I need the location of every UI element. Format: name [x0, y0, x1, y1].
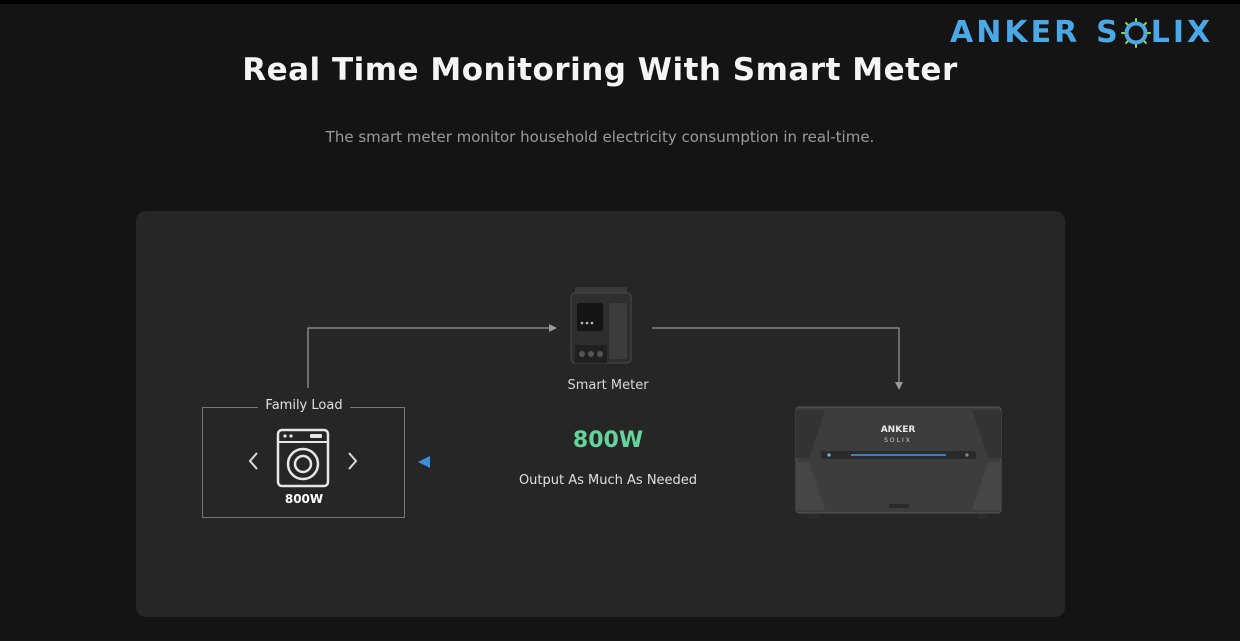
battery-brand-line2: SOLIX [884, 437, 912, 444]
load-to-meter-line [307, 327, 550, 388]
solix-battery-unit: ANKER SOLIX [795, 406, 1002, 519]
meter-arrow-head [549, 324, 557, 332]
chevron-left-icon[interactable] [246, 450, 260, 472]
family-load-value: 800W [284, 492, 324, 506]
battery-arrow-head [895, 382, 903, 390]
washing-machine-icon [276, 428, 330, 488]
page-title: Real Time Monitoring With Smart Meter [242, 52, 958, 88]
page-subtitle: The smart meter monitor household electr… [325, 128, 875, 146]
family-load-label: Family Load [258, 398, 350, 413]
logo-letter-s: S [1096, 14, 1121, 50]
smart-meter-label: Smart Meter [567, 378, 649, 393]
logo-letters-lix: LIX [1150, 14, 1214, 50]
output-power-value: 800W [572, 428, 644, 453]
logo-word-anker: ANKER [950, 14, 1081, 50]
output-arrow-head [418, 456, 430, 468]
sun-icon [1120, 18, 1151, 48]
battery-brand-line1: ANKER [881, 425, 916, 435]
output-description: Output As Much As Needed [518, 473, 698, 488]
smart-meter-device [570, 287, 632, 364]
chevron-right-icon[interactable] [346, 450, 360, 472]
meter-to-battery-line [652, 327, 900, 382]
top-border [0, 0, 1240, 4]
anker-solix-logo: ANKER S LIX [950, 12, 1213, 52]
